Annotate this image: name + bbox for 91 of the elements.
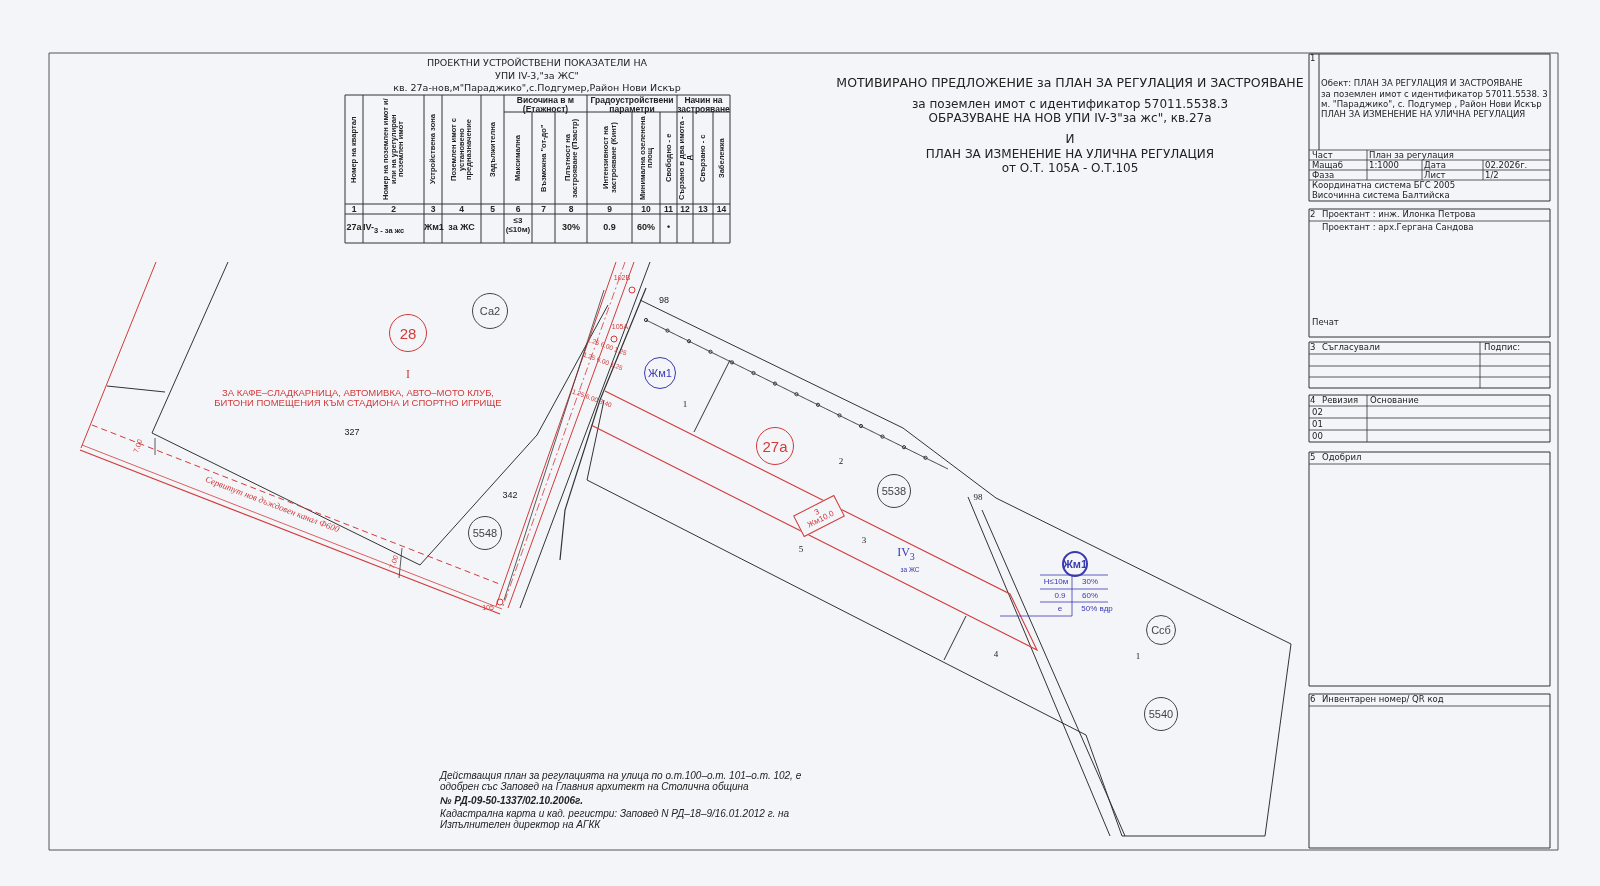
title-block-text: 01 bbox=[1312, 420, 1323, 430]
title-block-text: Инвентарен номер/ QR код bbox=[1322, 695, 1444, 705]
parcel-number: 3 bbox=[861, 536, 867, 546]
table-value: IV-$_{3 - за жс}$ bbox=[363, 223, 406, 236]
title-block-text: Печат bbox=[1312, 318, 1339, 328]
title-block-text: Одобрил bbox=[1322, 453, 1362, 463]
title-block-text: за поземлен имот с идентификатор 57011.5538. 3 bbox=[1321, 90, 1548, 100]
title-block-text: 02.2026г. bbox=[1485, 161, 1528, 171]
table-value: 0.9 bbox=[602, 223, 617, 233]
title-block-text: Лист bbox=[1424, 171, 1446, 181]
parcel-number: 1 bbox=[1135, 652, 1141, 662]
section-number: 3 bbox=[1310, 343, 1316, 353]
title-block-text: 1/2 bbox=[1485, 171, 1499, 181]
column-number: 5 bbox=[489, 205, 496, 215]
table-value: • bbox=[665, 223, 672, 233]
note-text: № РД-09-50-1337/02.10.2006г. bbox=[440, 795, 584, 806]
indicator-value: 50% вдр bbox=[1081, 604, 1113, 614]
table-value: за ЖС bbox=[447, 223, 476, 233]
column-number: 10 bbox=[640, 205, 652, 215]
table-heading: УПИ IV-3,"за ЖС" bbox=[495, 70, 579, 82]
plan-subtitle: И bbox=[1065, 133, 1075, 147]
column-number: 13 bbox=[697, 205, 709, 215]
parcel-number: 327 bbox=[344, 428, 360, 438]
zone-text: ЗА КАФЕ–СЛАДКАРНИЦА, АВТОМИВКА, АВТО–МОТО КЛУБ, БИТОНИ ПОМЕЩЕНИЯ КЪМ СТАДИОНА И СПОРТНО ИГРИЩЕ bbox=[213, 387, 503, 409]
title-block-text: ПЛАН ЗА ИЗМЕНЕНИЕ НА УЛИЧНА РЕГУЛАЦИЯ bbox=[1321, 110, 1526, 120]
column-number: 12 bbox=[679, 205, 691, 215]
section-number: 1 bbox=[1310, 54, 1316, 64]
parcel-number: 98 bbox=[973, 493, 983, 503]
column-number: 8 bbox=[567, 205, 575, 215]
title-block-text: Координатна система БГС 2005 bbox=[1312, 181, 1456, 191]
plot-number: IV$_{3}$ bbox=[897, 546, 915, 562]
circled-label: Жм1 bbox=[1062, 551, 1088, 577]
column-number: 3 bbox=[429, 205, 437, 215]
table-heading: ПРОЕКТНИ УСТРОЙСТВЕНИ ПОКАЗАТЕЛИ НА bbox=[426, 57, 648, 69]
title-block-text: Проектант : арх.Гергана Сандова bbox=[1322, 223, 1474, 233]
column-group-header: Градоустройствени параметри bbox=[589, 96, 675, 115]
column-number: 11 bbox=[663, 205, 674, 215]
table-value: Жм1 bbox=[424, 223, 442, 233]
title-block-text: План за регулация bbox=[1369, 151, 1454, 161]
column-number: 14 bbox=[715, 205, 728, 215]
column-number: 1 bbox=[350, 205, 358, 215]
note-text: Кадастрална карта и кад. регистри: Заповед N РД–18–9/16.01.2012 г. на Изпълнителен директор на АГКК bbox=[440, 808, 791, 830]
parcel-number: 1 bbox=[682, 400, 688, 410]
title-block-text: Основание bbox=[1370, 396, 1419, 406]
indicator-value: 0.9 bbox=[1054, 591, 1066, 601]
table-value: 60% bbox=[636, 223, 656, 233]
title-block-text: Ревизия bbox=[1322, 396, 1359, 406]
note-text: Действащия план за регулацията на улица по о.т.100–о.т. 101–о.т. 102, е одобрен със Заповед на Главния архитект на Столична община bbox=[440, 770, 803, 792]
title-block-text: 1:1000 bbox=[1369, 161, 1399, 171]
plan-subtitle: ОБРАЗУВАНЕ НА НОВ УПИ IV-3"за жс", кв.27а bbox=[928, 112, 1212, 126]
parcel-number: 4 bbox=[993, 650, 999, 660]
column-number: 7 bbox=[540, 205, 547, 215]
column-number: 6 bbox=[514, 205, 522, 215]
title-block-text: Подпис: bbox=[1484, 343, 1521, 353]
table-heading: кв. 27а-нов,м"Параджико",с.Подгумер,Район Нови Искър bbox=[393, 82, 681, 94]
title-block-text: Проектант : инж. Илонка Петрова bbox=[1322, 210, 1476, 220]
table-value: 27а bbox=[345, 223, 363, 233]
parcel-number: 98 bbox=[659, 296, 669, 306]
zone-number: I bbox=[406, 368, 410, 382]
section-number: 2 bbox=[1310, 210, 1316, 220]
indicator-value: 30% bbox=[1082, 577, 1098, 587]
column-number: 4 bbox=[458, 205, 465, 215]
plan-subtitle: ПЛАН ЗА ИЗМЕНЕНИЕ НА УЛИЧНА РЕГУЛАЦИЯ bbox=[925, 148, 1215, 162]
plan-subtitle: от О.Т. 105А - О.Т.105 bbox=[1001, 162, 1139, 176]
indicator-value: е bbox=[1057, 604, 1063, 614]
title-block-text: Височинна система Балтийска bbox=[1312, 191, 1450, 201]
column-number: 2 bbox=[390, 205, 397, 215]
plan-title: МОТИВИРАНО ПРЕДЛОЖЕНИЕ за ПЛАН ЗА РЕГУЛАЦИЯ И ЗАСТРОЯВАНЕ bbox=[836, 76, 1304, 90]
table-value: ≤3 (≤10м) bbox=[504, 217, 532, 235]
title-block-text: Съгласували bbox=[1322, 343, 1380, 353]
plan-subtitle: за поземлен имот с идентификатор 57011.5538.3 bbox=[911, 98, 1229, 112]
title-block-text: Обект: ПЛАН ЗА РЕГУЛАЦИЯ И ЗАСТРОЯВАНЕ bbox=[1321, 79, 1523, 89]
indicator-value: Н≤10м bbox=[1043, 577, 1069, 587]
title-block-text: 00 bbox=[1312, 432, 1323, 442]
section-number: 5 bbox=[1310, 453, 1316, 463]
column-number: 9 bbox=[606, 205, 613, 215]
title-block-text: Част bbox=[1312, 151, 1333, 161]
parcel-number: 2 bbox=[838, 457, 844, 467]
title-block-text: м. "Параджико", с. Подгумер , Район Нови Искър bbox=[1321, 100, 1542, 110]
parcel-number: 5 bbox=[798, 545, 804, 555]
title-block-text: Фаза bbox=[1312, 171, 1335, 181]
title-block-text: Мащаб bbox=[1312, 161, 1343, 171]
parcel-number: 342 bbox=[502, 491, 518, 501]
title-block-text: Дата bbox=[1424, 161, 1446, 171]
table-value: 30% bbox=[561, 223, 581, 233]
column-group-header: Височина в м (Етажност) bbox=[515, 96, 576, 115]
section-number: 6 bbox=[1310, 695, 1316, 705]
indicator-value: 60% bbox=[1082, 591, 1098, 601]
title-block-text: 02 bbox=[1312, 408, 1323, 418]
section-number: 4 bbox=[1310, 396, 1316, 406]
column-group-header: Начин на застрояване bbox=[677, 96, 730, 115]
